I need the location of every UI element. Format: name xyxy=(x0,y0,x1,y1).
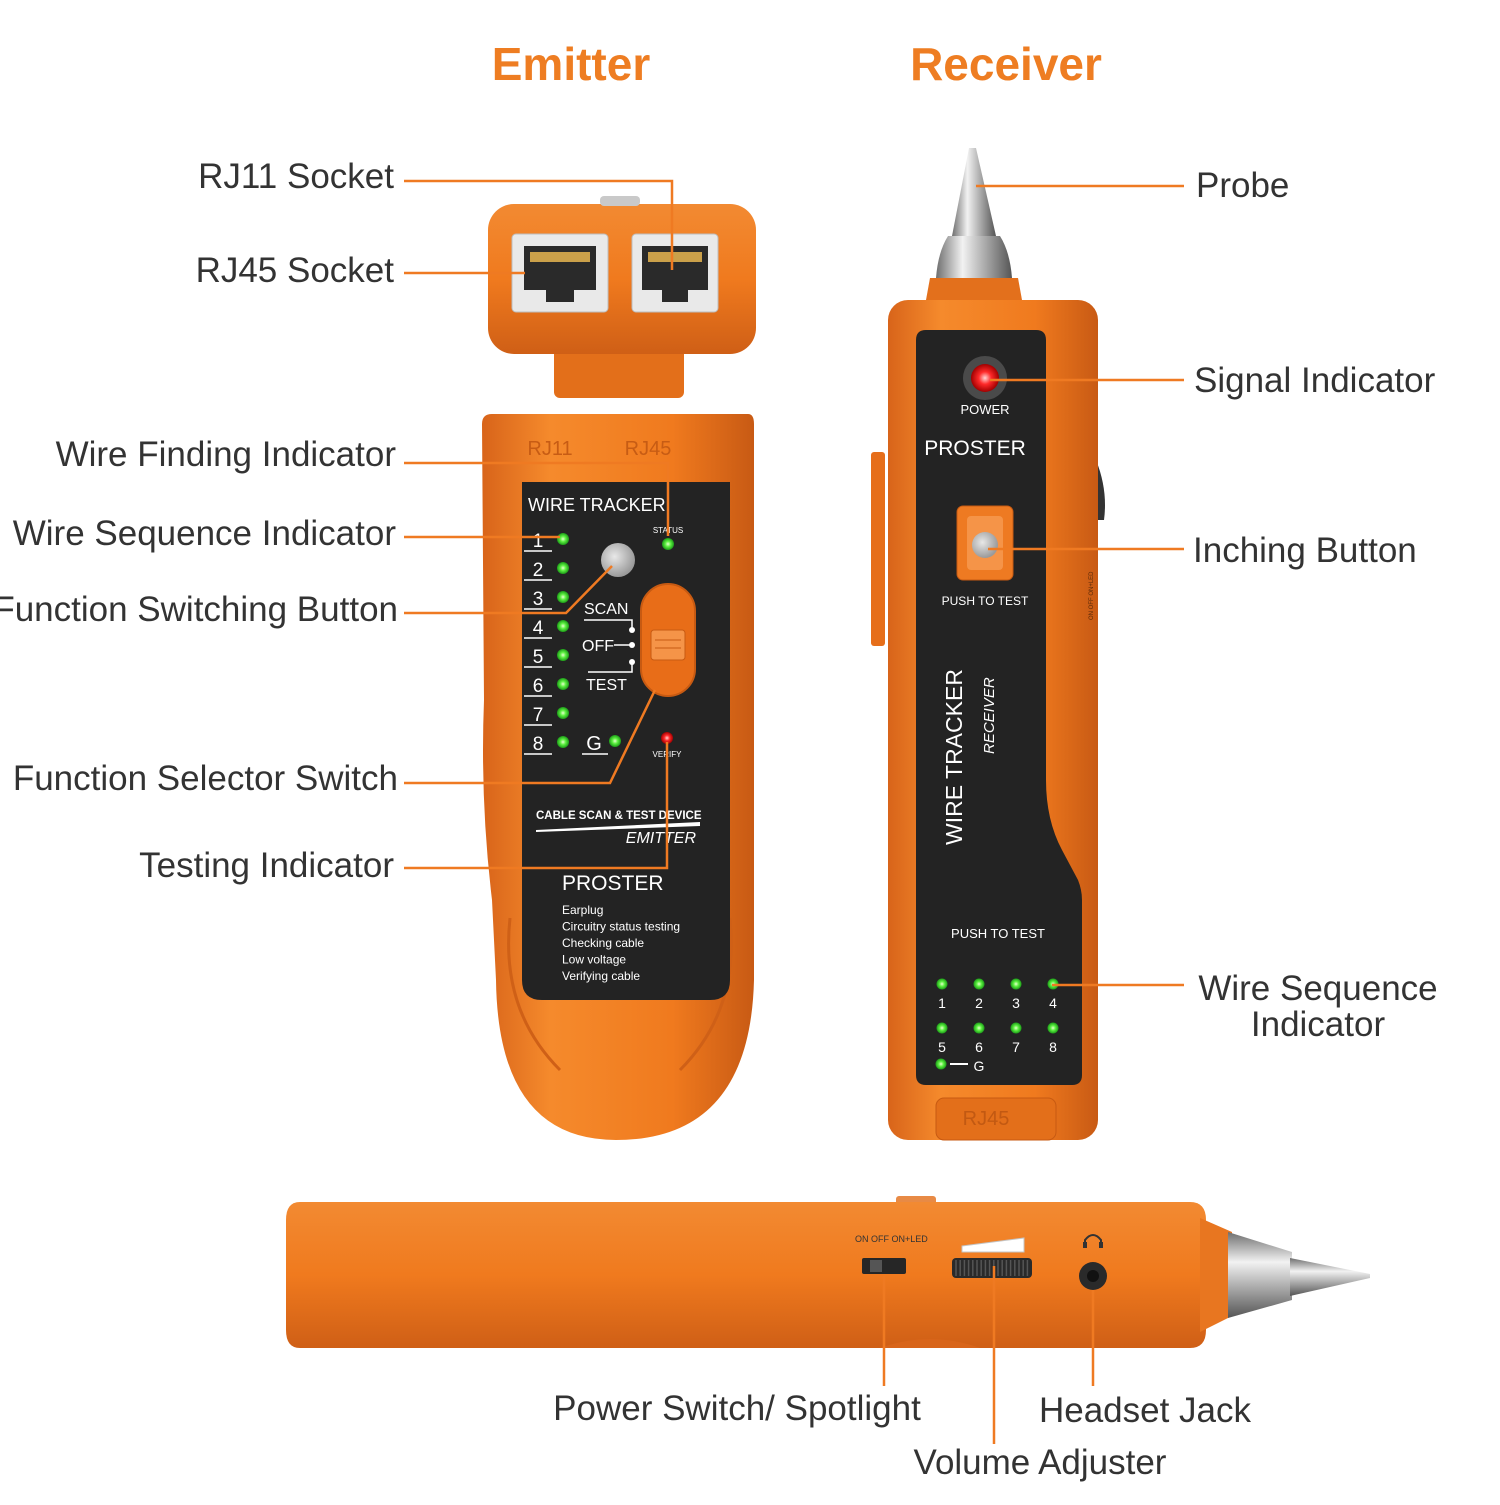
emitter-feature-item: Verifying cable xyxy=(562,969,640,983)
label-receiver-wire-sequence-line1: Wire Sequence xyxy=(1198,969,1437,1008)
receiver-led-number: 3 xyxy=(1012,995,1020,1011)
function-selector-switch[interactable] xyxy=(640,583,696,697)
label-function-switching-button: Function Switching Button xyxy=(0,590,398,629)
emitter-sequence-led xyxy=(557,591,569,603)
label-wire-sequence-indicator: Wire Sequence Indicator xyxy=(13,514,397,553)
receiver-body: POWER PROSTER PUSH TO TEST WIRE TRACKER … xyxy=(871,148,1105,1141)
label-headset-jack: Headset Jack xyxy=(1039,1391,1252,1430)
emitter-port-rj11-label: RJ11 xyxy=(527,438,572,460)
emitter-ground-led xyxy=(609,735,621,747)
receiver-brand: PROSTER xyxy=(924,437,1026,460)
emitter-port-rj45-label: RJ45 xyxy=(625,438,672,460)
emitter-feature-item: Low voltage xyxy=(562,953,626,967)
label-rj11-socket: RJ11 Socket xyxy=(198,157,394,196)
emitter-sequence-led xyxy=(557,649,569,661)
label-volume-adjuster: Volume Adjuster xyxy=(914,1443,1167,1482)
emitter-sequence-led xyxy=(557,620,569,632)
receiver-power-label: POWER xyxy=(960,402,1009,417)
receiver-sequence-led xyxy=(1010,1022,1022,1034)
receiver-side-view: ON OFF ON+LED xyxy=(286,1196,1370,1348)
testing-led xyxy=(661,732,673,744)
wire-finding-led xyxy=(662,538,674,550)
receiver-led-number: 4 xyxy=(1049,995,1057,1011)
emitter-led-number: 7 xyxy=(533,705,544,726)
callout-lines xyxy=(404,179,1184,1444)
label-power-switch-spotlight: Power Switch/ Spotlight xyxy=(553,1389,921,1428)
label-rj45-socket: RJ45 Socket xyxy=(196,251,395,290)
signal-indicator-led xyxy=(971,364,999,392)
receiver-push-to-test-top: PUSH TO TEST xyxy=(942,594,1029,608)
receiver-sequence-led xyxy=(1047,1022,1059,1034)
probe-side-tip xyxy=(1290,1258,1370,1296)
receiver-push-to-test-bottom: PUSH TO TEST xyxy=(951,926,1045,941)
power-switch[interactable] xyxy=(862,1258,906,1274)
label-inching-button: Inching Button xyxy=(1193,531,1417,570)
inching-button[interactable] xyxy=(956,505,1014,581)
label-receiver-wire-sequence-line2: Indicator xyxy=(1251,1005,1386,1044)
emitter-device-type: EMITTER xyxy=(626,830,697,847)
emitter-sequence-led xyxy=(557,707,569,719)
receiver-vertical-sub: RECEIVER xyxy=(981,677,998,754)
emitter-title: Emitter xyxy=(492,38,651,90)
receiver-sequence-led xyxy=(936,978,948,990)
label-signal-indicator: Signal Indicator xyxy=(1194,361,1436,400)
mode-off-label: OFF xyxy=(582,638,614,655)
receiver-led-number: 7 xyxy=(1012,1039,1020,1055)
receiver-vertical-title: WIRE TRACKER xyxy=(941,669,967,845)
side-switch-labels: ON OFF ON+LED xyxy=(855,1234,928,1244)
emitter-led-number: 5 xyxy=(533,647,544,668)
volume-wheel[interactable] xyxy=(952,1258,1032,1278)
emitter-led-number: 8 xyxy=(533,734,544,755)
receiver-led-number: 2 xyxy=(975,995,983,1011)
emitter-led-number: 3 xyxy=(533,589,544,610)
emitter-sequence-led xyxy=(557,678,569,690)
emitter-feature-item: Circuitry status testing xyxy=(562,920,680,934)
receiver-sequence-led xyxy=(973,1022,985,1034)
emitter-connector-head xyxy=(488,196,756,398)
label-probe: Probe xyxy=(1196,166,1289,205)
emitter-panel-title: WIRE TRACKER xyxy=(528,495,666,515)
receiver-led-number: 1 xyxy=(938,995,946,1011)
emitter-ground-label: G xyxy=(586,733,602,755)
label-function-selector-switch: Function Selector Switch xyxy=(13,759,398,798)
emitter-led-number: 1 xyxy=(533,531,544,552)
emitter-led-number: 2 xyxy=(533,560,544,581)
receiver-sequence-led xyxy=(1010,978,1022,990)
receiver-led-number: 6 xyxy=(975,1039,983,1055)
emitter-sequence-led xyxy=(557,533,569,545)
receiver-title: Receiver xyxy=(910,38,1102,90)
mode-test-label: TEST xyxy=(586,677,627,694)
rj45-port xyxy=(511,233,609,313)
emitter-led-number: 6 xyxy=(533,676,544,697)
emitter-device-desc: CABLE SCAN & TEST DEVICE xyxy=(536,810,702,822)
rj11-port xyxy=(631,233,719,313)
emitter-feature-item: Earplug xyxy=(562,903,603,917)
label-wire-finding-indicator: Wire Finding Indicator xyxy=(56,435,397,474)
probe-tip xyxy=(952,148,996,236)
emitter-sequence-led xyxy=(557,736,569,748)
receiver-ground-label: G xyxy=(974,1058,985,1074)
emitter-led-number: 4 xyxy=(533,618,544,639)
receiver-sequence-led xyxy=(936,1022,948,1034)
receiver-ground-led xyxy=(935,1058,947,1070)
mode-scan-label: SCAN xyxy=(584,601,628,618)
receiver-led-number: 8 xyxy=(1049,1039,1057,1055)
receiver-led-number: 5 xyxy=(938,1039,946,1055)
emitter-feature-item: Checking cable xyxy=(562,936,644,950)
headphone-icon xyxy=(1083,1234,1103,1248)
emitter-brand: PROSTER xyxy=(562,872,664,895)
label-testing-indicator: Testing Indicator xyxy=(139,846,394,885)
emitter-sequence-led xyxy=(557,562,569,574)
receiver-sequence-led xyxy=(973,978,985,990)
receiver-port-label: RJ45 xyxy=(963,1108,1010,1130)
receiver-side-switch-label: ON OFF ON+LED xyxy=(1089,571,1095,620)
